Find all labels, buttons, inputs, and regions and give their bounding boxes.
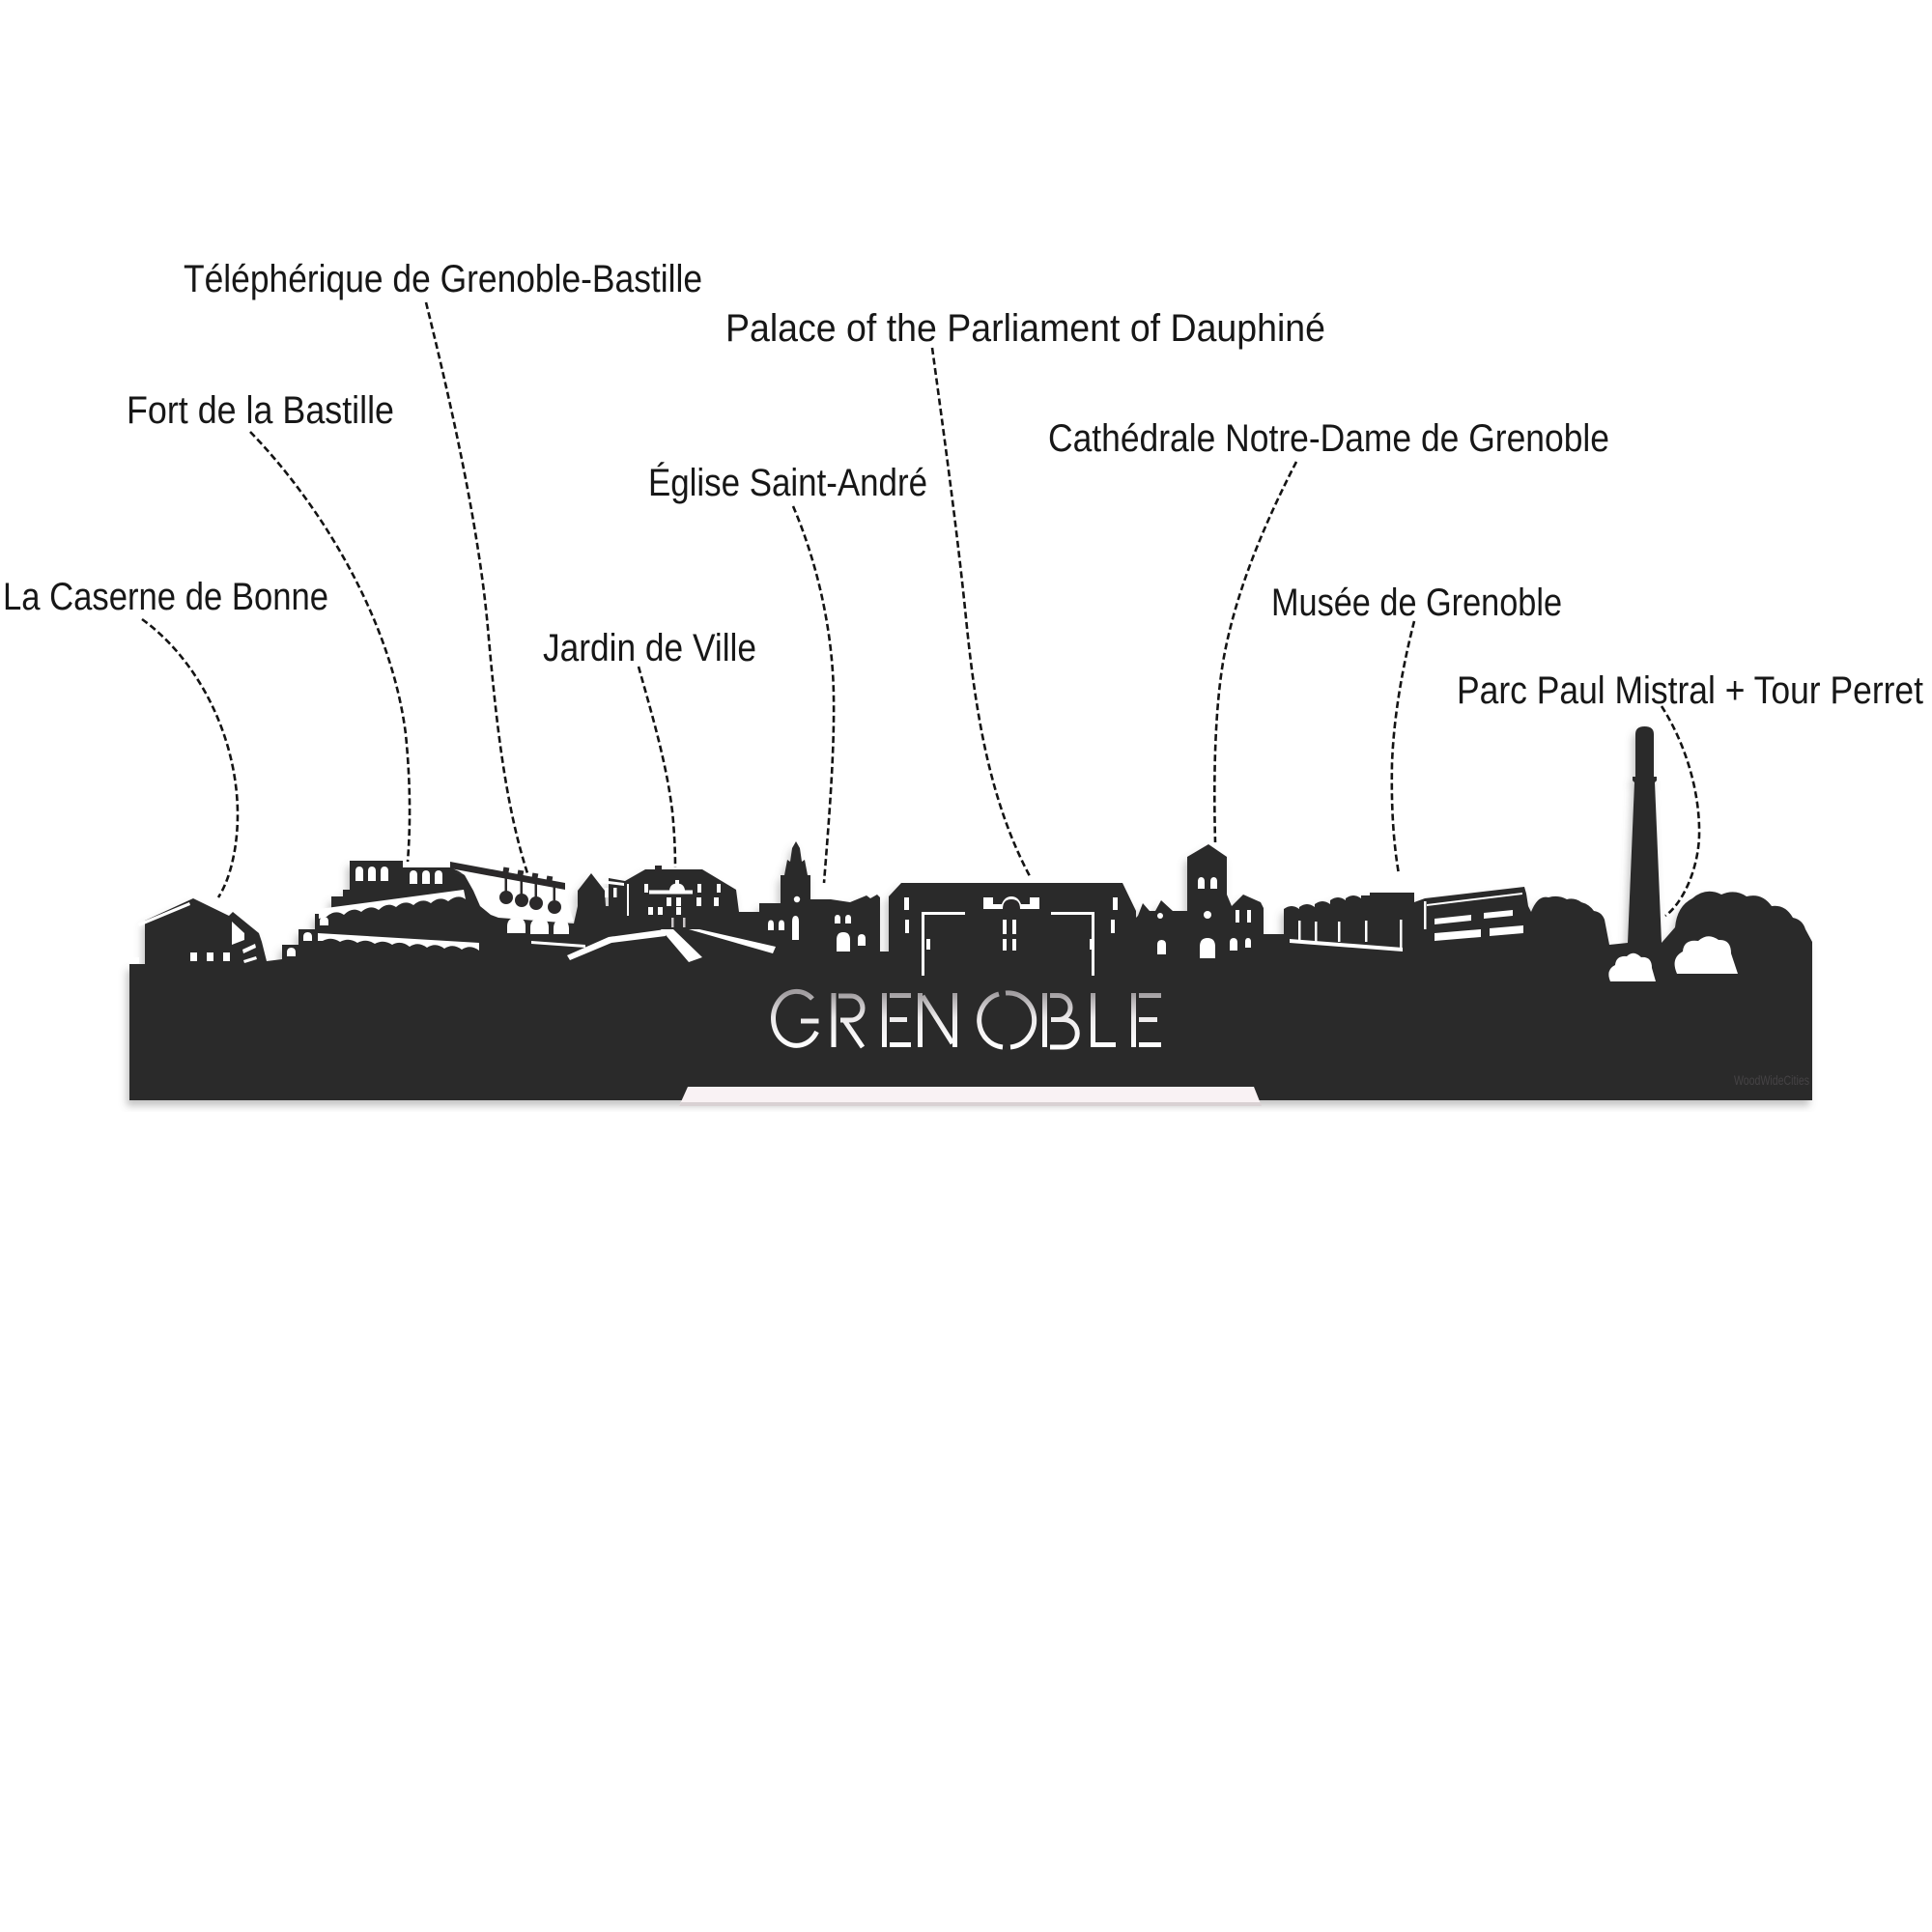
svg-text:Église Saint-André: Église Saint-André: [648, 461, 927, 504]
svg-text:Parc Paul Mistral + Tour Perre: Parc Paul Mistral + Tour Perret: [1457, 669, 1923, 712]
svg-text:Jardin de Ville: Jardin de Ville: [543, 627, 756, 669]
svg-text:WoodWideCities: WoodWideCities: [1734, 1072, 1809, 1088]
svg-text:Cathédrale Notre-Dame de Greno: Cathédrale Notre-Dame de Grenoble: [1048, 417, 1609, 460]
svg-text:Téléphérique de Grenoble-Basti: Téléphérique de Grenoble-Bastille: [184, 258, 702, 300]
svg-text:La Caserne de Bonne: La Caserne de Bonne: [3, 576, 328, 618]
svg-text:Musée de Grenoble: Musée de Grenoble: [1271, 582, 1562, 624]
svg-text:Palace of the Parliament of Da: Palace of the Parliament of Dauphiné: [725, 307, 1325, 350]
svg-text:Fort de la Bastille: Fort de la Bastille: [127, 389, 394, 432]
